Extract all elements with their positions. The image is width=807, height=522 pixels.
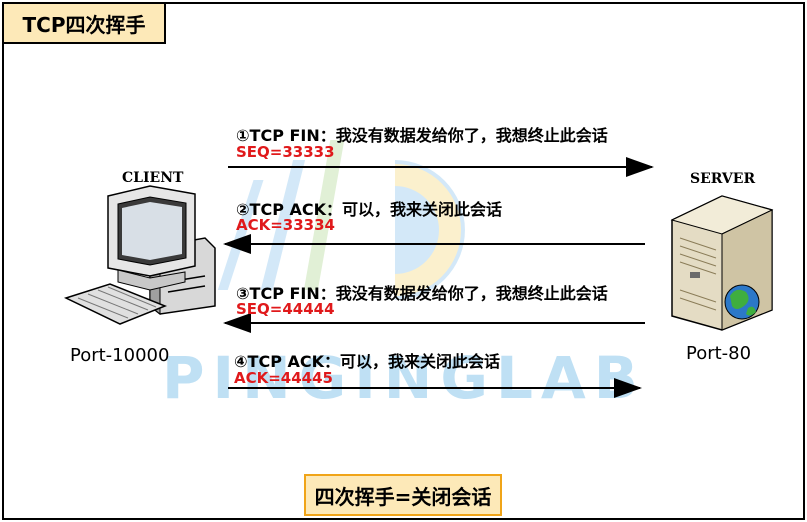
client-label: CLIENT	[122, 170, 184, 186]
page-title: TCP四次挥手	[2, 2, 166, 44]
message-1-text: ①TCP FIN：我没有数据发给你了，我想终止此会话	[236, 126, 608, 145]
message-3-seq: SEQ=44444	[236, 300, 335, 318]
message-4-text: ④TCP ACK：可以，我来关闭此会话	[234, 352, 501, 371]
message-1-seq: SEQ=33333	[236, 143, 335, 161]
watermark-logo	[217, 140, 465, 300]
server-port: Port-80	[686, 343, 752, 364]
client-computer-icon	[63, 185, 216, 325]
server-icon	[670, 195, 774, 331]
message-4-seq: ACK=44445	[234, 369, 333, 387]
watermark-text: PINGINGLAB	[162, 344, 646, 412]
message-2-text: ②TCP ACK：可以，我来关闭此会话	[236, 200, 503, 219]
message-2-seq: ACK=33334	[236, 216, 335, 234]
message-3-text: ③TCP FIN：我没有数据发给你了，我想终止此会话	[236, 284, 608, 303]
client-port: Port-10000	[70, 345, 170, 366]
server-label: SERVER	[690, 171, 756, 187]
footer-summary: 四次挥手=关闭会话	[304, 474, 502, 516]
